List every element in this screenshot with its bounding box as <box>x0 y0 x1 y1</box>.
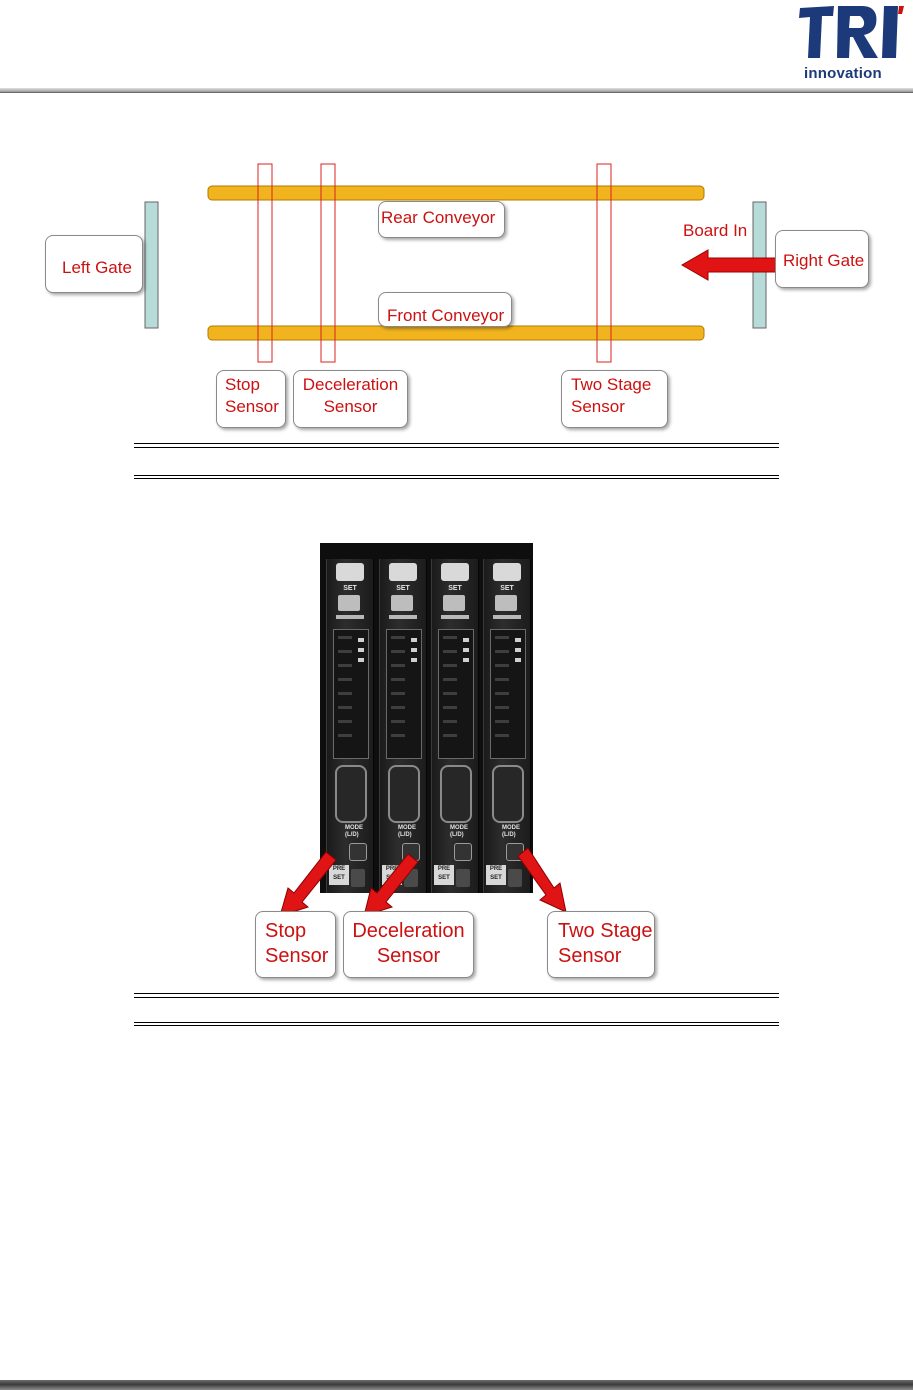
rear-conveyor-rail <box>208 186 704 200</box>
stop-sensor-photo-line-2: Sensor <box>265 944 335 969</box>
two-stage-sensor-callout: Two Stage Sensor <box>561 370 668 428</box>
set-button-icon <box>443 595 465 611</box>
stop-sensor-photo-callout: Stop Sensor <box>255 911 336 978</box>
tri-logo-icon <box>798 4 910 60</box>
caption-rule <box>134 478 779 479</box>
stop-sensor-line-1: Stop <box>225 374 285 396</box>
stop-sensor-line-2: Sensor <box>225 396 285 418</box>
adjust-knob-icon <box>440 765 472 823</box>
rear-conveyor-callout: Rear Conveyor <box>378 201 505 238</box>
stop-sensor-photo-line-1: Stop <box>265 919 335 944</box>
two-stage-sensor-photo-callout: Two Stage Sensor <box>547 911 655 978</box>
footer-divider <box>0 1380 913 1390</box>
stop-sensor-callout: Stop Sensor <box>216 370 286 428</box>
mode-label: MODE(L/D) <box>345 825 373 839</box>
two-stage-sensor-arrow-icon <box>518 848 566 912</box>
front-conveyor-callout: Front Conveyor <box>378 292 512 327</box>
digital-display-icon <box>490 629 526 759</box>
set-button-icon <box>495 595 517 611</box>
two-stage-sensor-photo-line-1: Two Stage <box>558 919 654 944</box>
caption-rule <box>134 1025 779 1026</box>
company-logo: innovation <box>798 4 910 82</box>
set-label: SET <box>441 585 469 592</box>
caption-rule <box>134 443 779 444</box>
two-stage-sensor-photo-line-2: Sensor <box>558 944 654 969</box>
two-stage-sensor-line-1: Two Stage <box>571 374 667 396</box>
caption-rule <box>134 1022 779 1023</box>
adjust-knob-icon <box>388 765 420 823</box>
deceleration-sensor-photo-callout: Deceleration Sensor <box>343 911 474 978</box>
deceleration-sensor-arrow-icon <box>364 854 418 916</box>
caption-rule <box>134 475 779 476</box>
conveyor-diagram: Board In Left Gate Right Gate Rear Conve… <box>40 150 880 435</box>
rear-conveyor-label: Rear Conveyor <box>381 207 504 229</box>
set-label: SET <box>493 585 521 592</box>
left-gate-callout: Left Gate <box>45 235 143 293</box>
mode-label: MODE(L/D) <box>450 825 478 839</box>
right-gate-label: Right Gate <box>783 250 868 272</box>
deceleration-sensor-callout: Deceleration Sensor <box>293 370 408 428</box>
set-button-icon <box>338 595 360 611</box>
mode-label: MODE(L/D) <box>502 825 530 839</box>
deceleration-sensor-line-1: Deceleration <box>294 374 407 396</box>
caption-rule <box>134 993 779 994</box>
amplifier-callouts: Stop Sensor Deceleration Sensor Two Stag… <box>250 840 670 990</box>
right-gate-callout: Right Gate <box>775 230 869 288</box>
digital-display-icon <box>438 629 474 759</box>
digital-display-icon <box>333 629 369 759</box>
set-button-icon <box>391 595 413 611</box>
front-conveyor-rail <box>208 326 704 340</box>
logo-subtitle: innovation <box>804 65 910 82</box>
two-stage-sensor-line-2: Sensor <box>571 396 667 418</box>
set-label: SET <box>336 585 364 592</box>
deceleration-sensor-photo-line-2: Sensor <box>344 944 473 969</box>
adjust-knob-icon <box>492 765 524 823</box>
set-label: SET <box>389 585 417 592</box>
front-conveyor-label: Front Conveyor <box>387 305 511 327</box>
left-gate-label: Left Gate <box>62 257 142 279</box>
stop-sensor-arrow-icon <box>280 852 336 916</box>
deceleration-sensor-line-2: Sensor <box>294 396 407 418</box>
left-gate-bar <box>145 202 158 328</box>
mode-label: MODE(L/D) <box>398 825 426 839</box>
caption-rule <box>134 447 779 448</box>
digital-display-icon <box>386 629 422 759</box>
header-divider-line <box>0 92 913 93</box>
caption-rule <box>134 997 779 998</box>
adjust-knob-icon <box>335 765 367 823</box>
board-in-label: Board In <box>683 221 747 240</box>
deceleration-sensor-photo-line-1: Deceleration <box>344 919 473 944</box>
